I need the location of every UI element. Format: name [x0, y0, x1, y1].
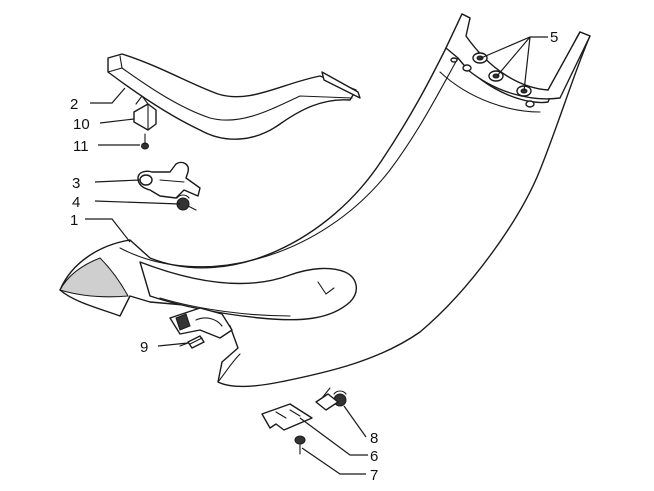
callout-5: 5: [550, 29, 558, 46]
screw-9: [179, 335, 205, 349]
callout-8: 8: [370, 430, 378, 447]
leader-lines: [85, 36, 548, 475]
spring-latch: [315, 387, 347, 411]
mounting-plate: [261, 403, 313, 431]
callout-7: 7: [370, 467, 378, 484]
callout-3: 3: [72, 175, 80, 192]
latch-lever: [137, 161, 201, 199]
latch-spring: [176, 194, 197, 211]
callout-2: 2: [70, 96, 78, 113]
callout-1: 1: [70, 212, 78, 229]
callout-4: 4: [72, 194, 80, 211]
screw-11: [141, 133, 149, 150]
leg-shield-panel: [59, 13, 591, 388]
bracket: [133, 95, 157, 131]
callout-labels: 2 10 11 3 4 1 5 9 8 6 7: [70, 29, 558, 484]
callout-10: 10: [73, 116, 90, 133]
callout-11: 11: [73, 138, 89, 155]
bolt-7: [294, 435, 306, 455]
callout-6: 6: [370, 448, 378, 465]
top-cover-handle: [107, 53, 361, 140]
callout-9: 9: [140, 339, 148, 356]
